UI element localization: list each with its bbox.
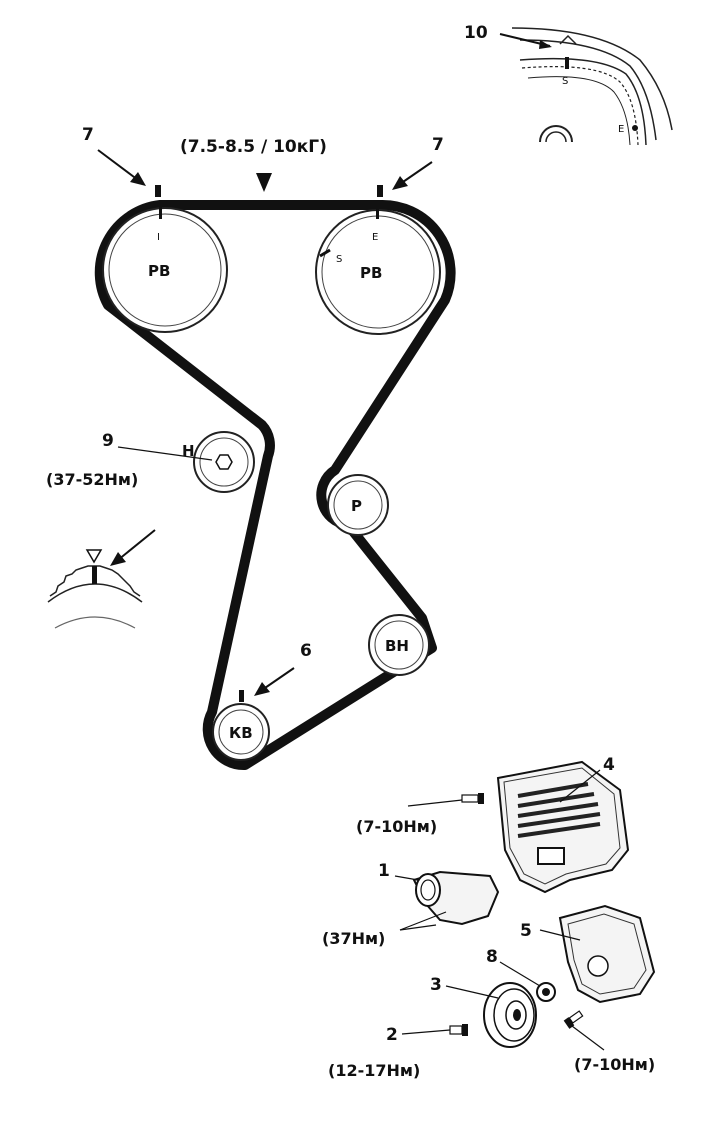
callout-1: 1	[378, 861, 390, 881]
water-pump-label: ВН	[385, 637, 409, 655]
detail-s-mark: S	[562, 76, 568, 87]
cam-mark-detail: S E	[499, 27, 673, 146]
cover-bolt-upper	[407, 793, 484, 807]
cover-upper-torque: (7-10Нм)	[356, 817, 437, 836]
exhaust-cam-label: РВ	[360, 264, 382, 282]
exhaust-cam-pulley: E S РВ	[315, 205, 441, 335]
hex-bolt-icon	[215, 454, 233, 470]
crank-sprocket	[445, 982, 537, 1048]
water-pump-pulley: ВН	[368, 614, 430, 676]
tensioner-label: Н	[182, 442, 195, 460]
idler-label: Р	[351, 497, 362, 515]
tension-spec: (7.5-8.5 / 10кГ)	[180, 137, 327, 157]
idler-pulley: Р	[327, 474, 389, 536]
callout-3: 3	[430, 975, 442, 995]
callout-8: 8	[486, 947, 498, 967]
cover-lower-torque: (7-10Нм)	[574, 1055, 655, 1074]
callout-4: 4	[603, 755, 615, 775]
tension-arrow-icon	[256, 173, 272, 192]
intake-mark: I	[157, 232, 160, 243]
callout-7-left: 7	[82, 125, 94, 145]
crank-label: КВ	[229, 724, 253, 742]
s-mark: S	[336, 254, 342, 265]
triangle-mark-icon	[85, 549, 103, 564]
housing-torque: (37Нм)	[322, 929, 385, 948]
lower-cover	[539, 904, 656, 1004]
timing-belt	[94, 199, 456, 771]
tensioner-pulley: Н	[182, 431, 255, 493]
callout-10: 10	[464, 23, 488, 43]
crank-bolt-torque: (12-17Нм)	[328, 1061, 420, 1080]
upper-cover	[496, 760, 630, 894]
callout-9: 9	[102, 431, 114, 451]
cover-bolt-lower	[563, 1010, 605, 1051]
callout-7-right: 7	[432, 135, 444, 155]
intake-cam-pulley: I РВ	[102, 205, 228, 333]
intake-cam-label: РВ	[148, 262, 170, 280]
detail-e-mark: E	[618, 124, 624, 135]
thermostat-housing	[394, 870, 500, 931]
crank-bolt	[401, 1024, 468, 1036]
callout-6: 6	[300, 641, 312, 661]
exhaust-mark: E	[372, 232, 378, 243]
callout-2: 2	[386, 1025, 398, 1045]
callout-5: 5	[520, 921, 532, 941]
tensioner-torque: (37-52Нм)	[46, 470, 138, 489]
crank-pulley: КВ	[212, 690, 270, 761]
crank-mark-detail	[47, 529, 156, 629]
crank-washer	[499, 961, 556, 1002]
